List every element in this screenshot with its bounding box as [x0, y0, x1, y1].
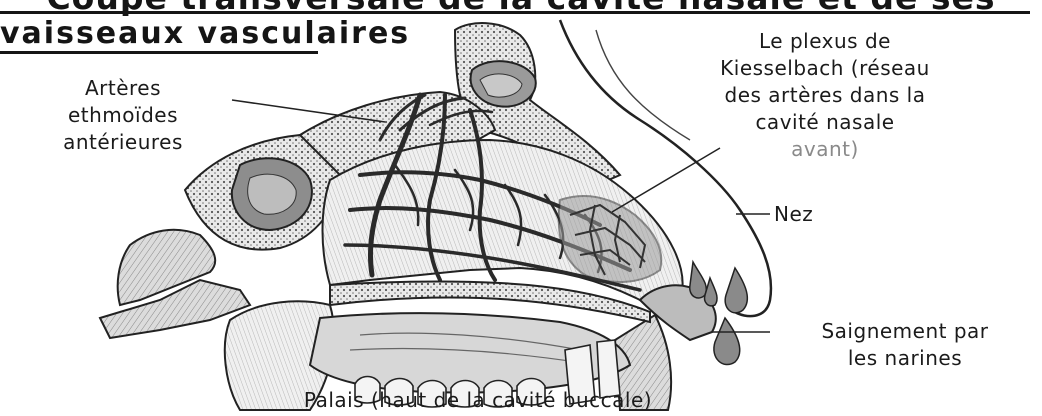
label-palate: Palais (haut de la cavité buccale) — [198, 387, 758, 414]
label-nostril-bleeding: Saignement par les narines — [770, 318, 1040, 372]
label-nose: Nez — [774, 201, 813, 228]
label-ethmoid-arteries: Artères ethmoïdes antérieures — [18, 75, 228, 156]
label-kiesselbach-plexus: Le plexus de Kiesselbach (réseau des art… — [660, 28, 990, 163]
